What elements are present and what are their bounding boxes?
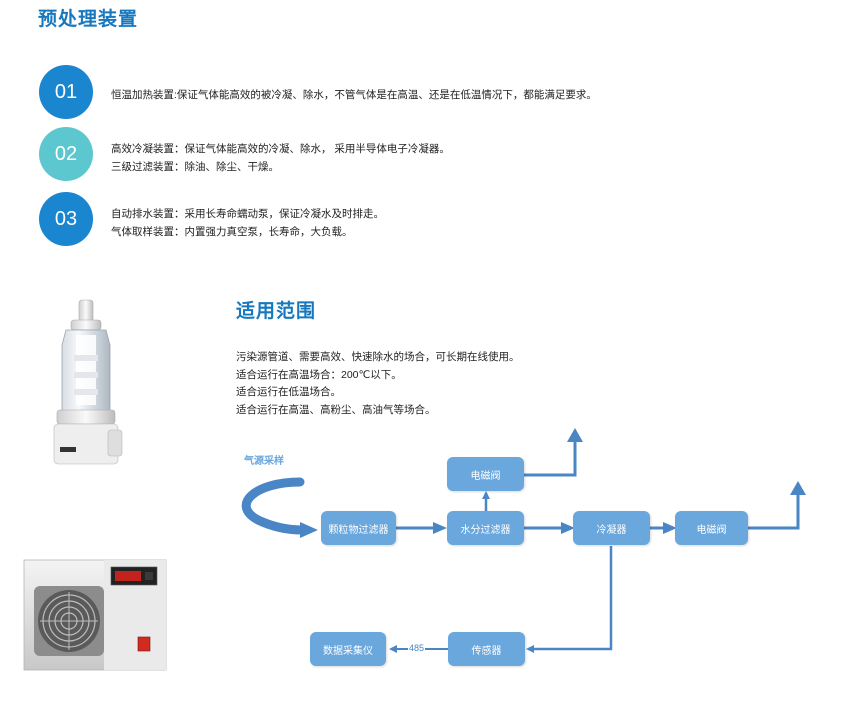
scope-line-3: 适合运行在低温场合。 [236,386,341,398]
page-title: 预处理装置 [38,9,139,30]
scope-line-2: 适合运行在高温场合：200℃以下。 [236,368,402,381]
step-2-badge: 02 [39,127,93,181]
scope-line-4: 适合运行在高温、高粉尘、高油气等场合。 [236,403,436,416]
scope-list: 污染源管道、需要高效、快速除水的场合，可长期在线使用。 适合运行在高温场合：20… [236,349,520,419]
sensor-box: 传感器 [448,632,525,666]
water-filter-box: 水分过滤器 [447,511,524,545]
step-2-text: 高效冷凝装置：保证气体能高效的冷凝、除水， 采用半导体电子冷凝器。 三级过滤装置… [111,140,450,176]
step-3-line-1: 自动排水装置：采用长寿命蠕动泵，保证冷凝水及时排走。 [111,208,384,220]
step-1-line-1: 恒温加热装置:保证气体能高效的被冷凝、除水，不管气体是在高温、还是在低温情况下，… [111,89,597,101]
solenoid-valve-top-box: 电磁阀 [447,457,524,491]
solenoid-valve-right-box: 电磁阀 [675,511,748,545]
step-1-badge: 01 [39,65,93,119]
sample-source-label: 气源采样 [244,456,284,467]
step-2-line-1: 高效冷凝装置：保证气体能高效的冷凝、除水， 采用半导体电子冷凝器。 [111,143,450,155]
step-2-line-2: 三级过滤装置：除油、除尘、干燥。 [111,161,279,173]
step-1-text: 恒温加热装置:保证气体能高效的被冷凝、除水，不管气体是在高温、还是在低温情况下，… [111,86,597,104]
particle-filter-box: 颗粒物过滤器 [321,511,396,545]
step-3-badge: 03 [39,192,93,246]
condenser-box: 冷凝器 [573,511,650,545]
rs485-label: 485 [408,643,426,653]
step-3-line-2: 气体取样装置：内置强力真空泵，长寿命，大负载。 [111,226,353,238]
scope-title: 适用范围 [236,301,317,322]
scope-line-1: 污染源管道、需要高效、快速除水的场合，可长期在线使用。 [236,351,520,363]
step-3-text: 自动排水装置：采用长寿命蠕动泵，保证冷凝水及时排走。 气体取样装置：内置强力真空… [111,205,384,241]
data-collector-box: 数据采集仪 [310,632,386,666]
